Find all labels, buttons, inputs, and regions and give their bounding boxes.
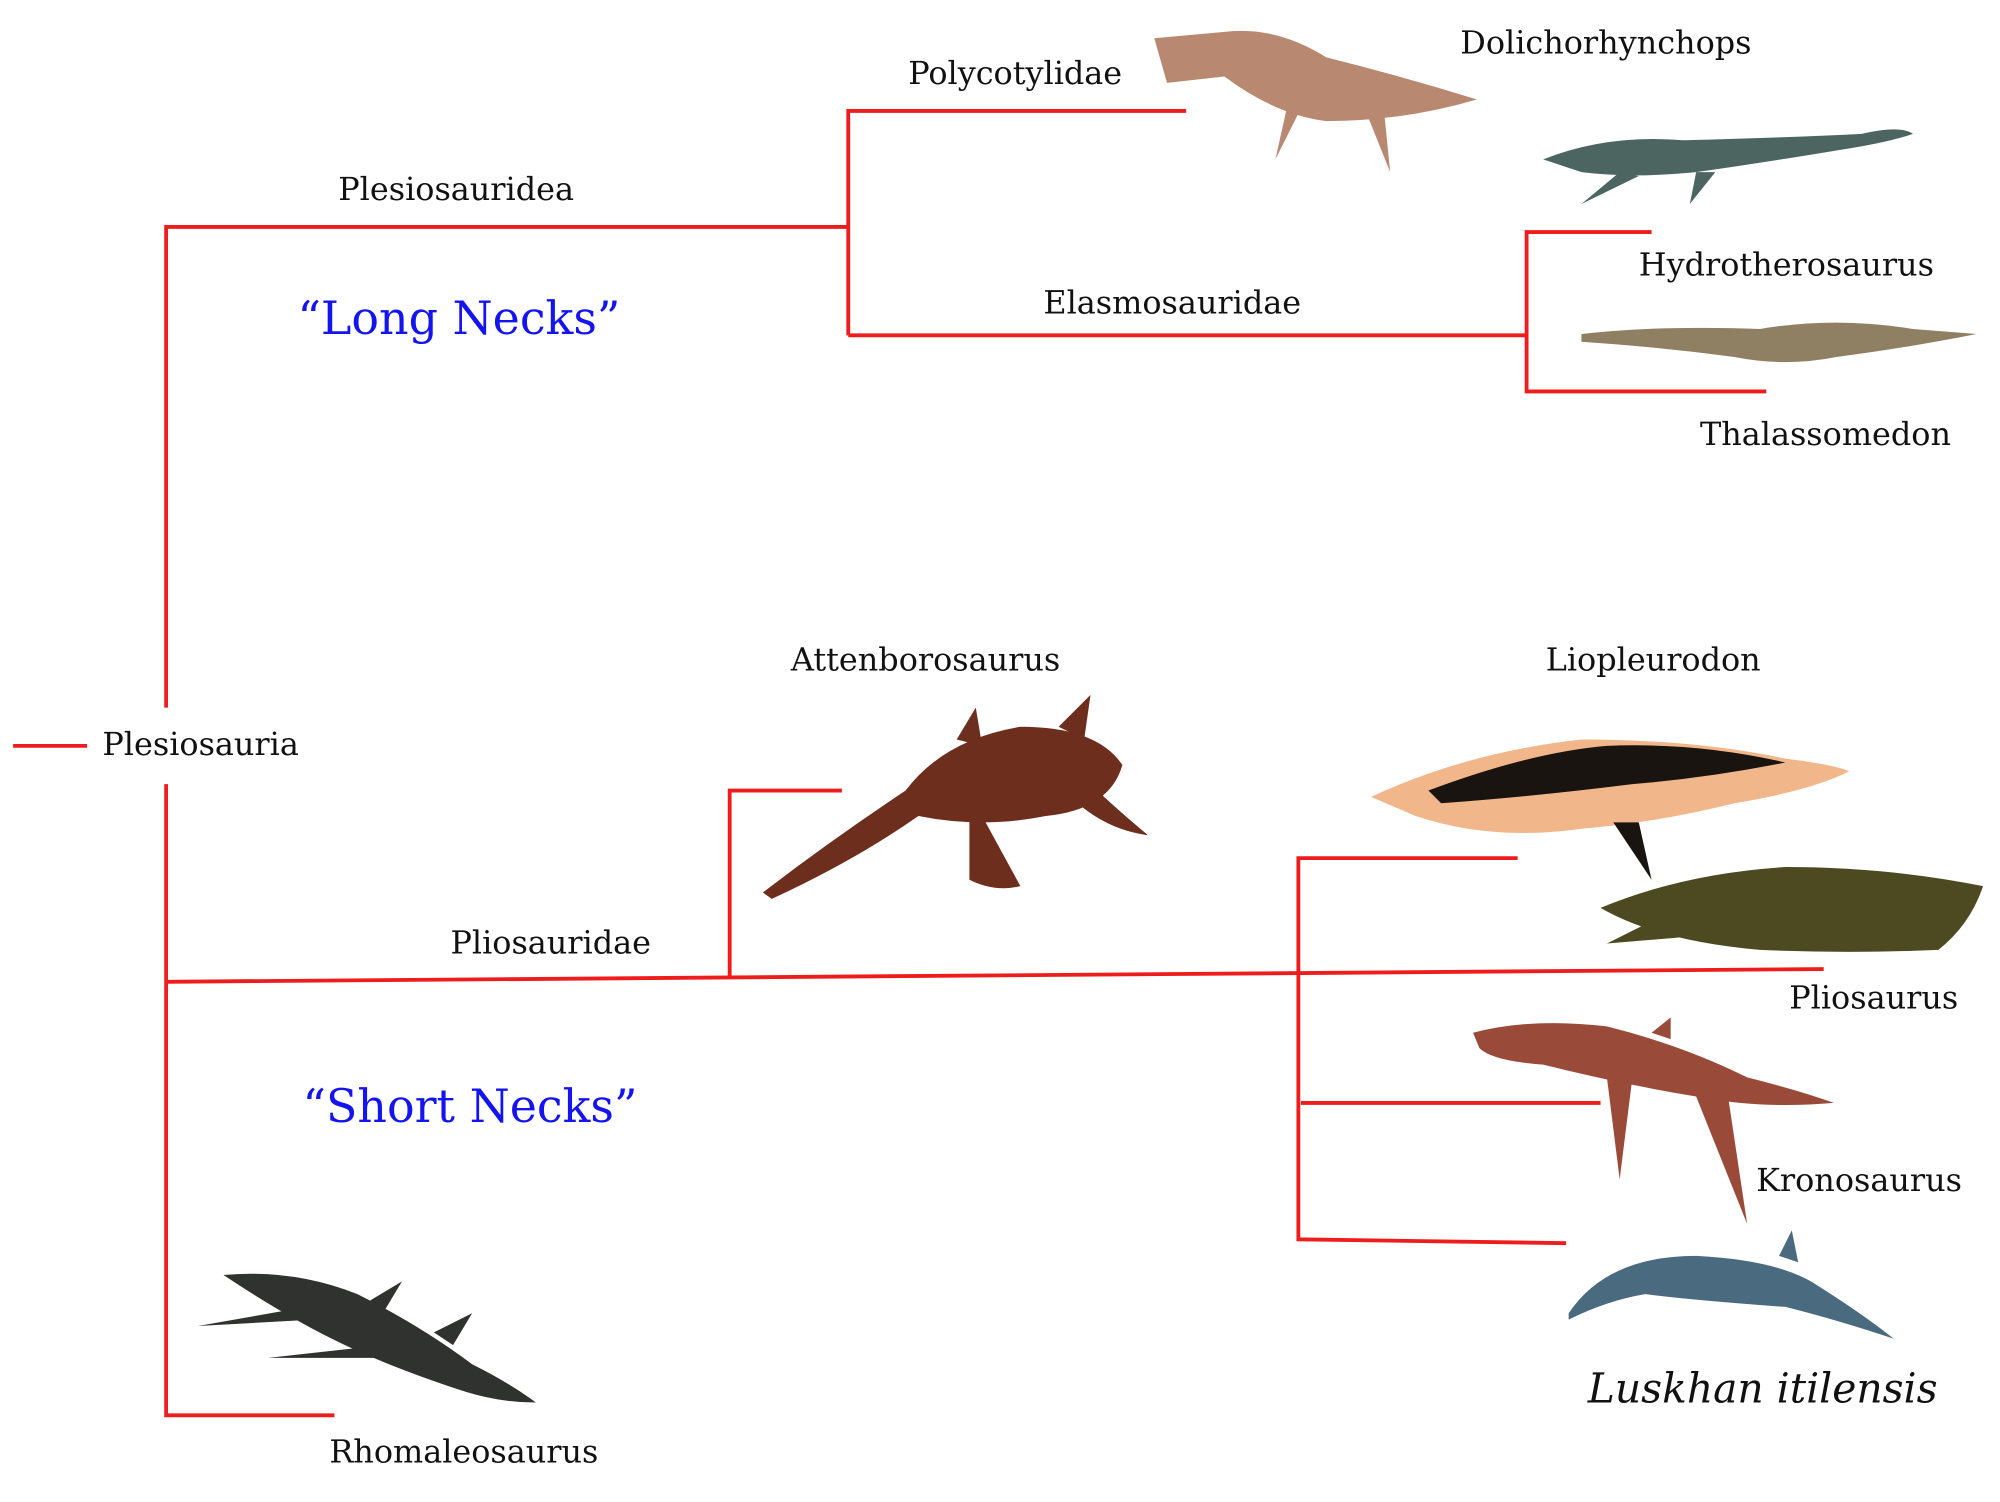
label-luskhan: Luskhan itilensis xyxy=(1587,1365,1938,1413)
label-rhomaleosaurus: Rhomaleosaurus xyxy=(329,1432,598,1470)
label-polycotylidae: Polycotylidae xyxy=(908,54,1122,92)
label-plesiosauridea: Plesiosauridea xyxy=(338,170,574,208)
branch-pliosaur-split xyxy=(1296,856,1567,1246)
label-pliosauridae: Pliosauridae xyxy=(450,924,651,962)
kronosaurus-illustration xyxy=(1473,1017,1834,1225)
branch-short-necks xyxy=(164,784,335,1418)
label-hydrotherosaurus: Hydrotherosaurus xyxy=(1639,245,1934,283)
label-long-necks: “Long Necks” xyxy=(297,291,620,345)
label-thalassomedon: Thalassomedon xyxy=(1700,415,1951,453)
label-elasmosauridae: Elasmosauridae xyxy=(1043,284,1301,322)
branch-plesiosauridea xyxy=(164,225,849,708)
branch-pliosauridae xyxy=(166,967,1824,984)
pliosaurus-illustration xyxy=(1600,867,1984,952)
branch-elasmosaur-split xyxy=(1524,230,1767,394)
label-pliosaurus: Pliosaurus xyxy=(1789,979,1958,1017)
rhomaleosaurus-illustration xyxy=(197,1273,536,1403)
tree-branches xyxy=(13,109,1824,1418)
label-short-necks: “Short Necks” xyxy=(303,1079,638,1133)
luskhan-illustration xyxy=(1568,1230,1894,1339)
liopleurodon-illustration xyxy=(1371,739,1850,880)
label-liopleurodon: Liopleurodon xyxy=(1546,641,1761,679)
attenborosaurus-illustration xyxy=(762,694,1148,899)
label-dolichorhynchops: Dolichorhynchops xyxy=(1460,24,1751,62)
dolichorhynchops-illustration xyxy=(1154,30,1477,173)
hydrotherosaurus-illustration xyxy=(1543,129,1913,205)
thalassomedon-illustration xyxy=(1581,322,1977,363)
label-plesiosauria: Plesiosauria xyxy=(102,725,298,763)
branch-attenborosaurus xyxy=(727,788,842,977)
label-attenborosaurus: Attenborosaurus xyxy=(790,641,1060,679)
branch-long-neck-split xyxy=(846,109,1187,336)
label-kronosaurus: Kronosaurus xyxy=(1756,1161,1962,1199)
